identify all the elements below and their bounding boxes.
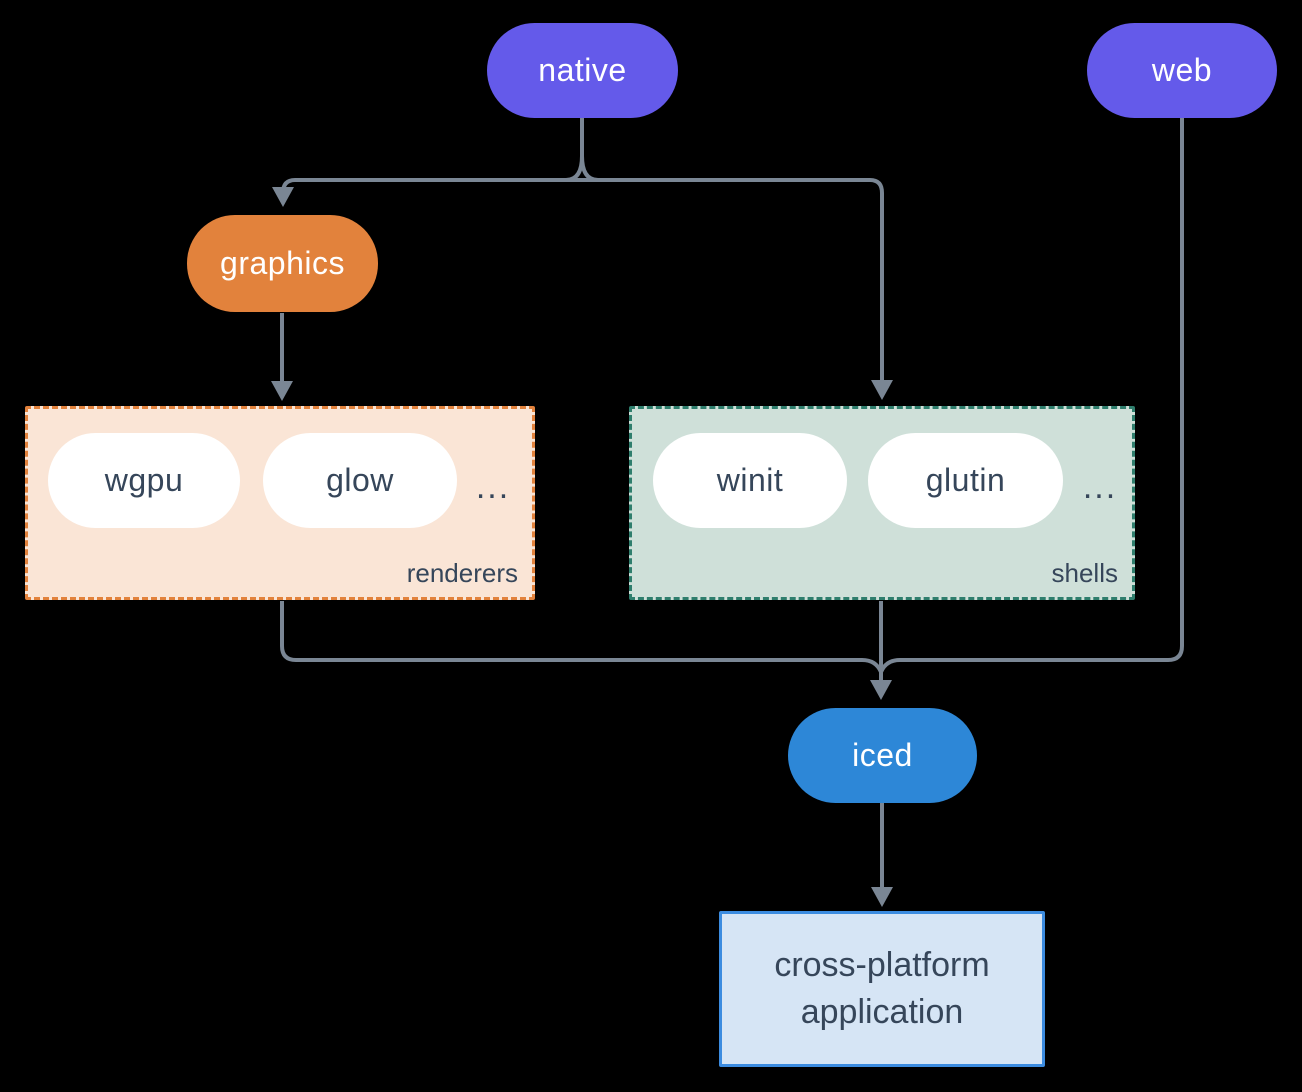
edge-native-stem (565, 118, 599, 182)
node-web-label: web (1151, 52, 1213, 88)
renderers-group-label: renderers (406, 558, 518, 588)
node-glutin: glutin (868, 433, 1063, 528)
shells-ellipsis: ... (1082, 468, 1118, 506)
node-winit: winit (653, 433, 847, 528)
arrowhead-into-iced (870, 680, 892, 700)
node-application: cross-platform application (719, 911, 1045, 1067)
node-iced: iced (788, 708, 977, 803)
arrowhead-into-application (871, 887, 893, 907)
renderers-ellipsis: ... (475, 468, 511, 506)
arrowhead-into-shells (871, 380, 893, 400)
node-wgpu-label: wgpu (104, 462, 184, 498)
node-graphics-label: graphics (220, 245, 345, 281)
node-winit-label: winit (716, 462, 784, 498)
node-graphics: graphics (187, 215, 378, 312)
node-glow: glow (263, 433, 457, 528)
shells-group-label: shells (1051, 558, 1118, 588)
node-web: web (1087, 23, 1277, 118)
node-glutin-label: glutin (925, 462, 1006, 498)
node-native-label: native (538, 52, 627, 88)
application-label-line2: application (800, 993, 964, 1031)
edge-branch-to-shells (869, 178, 884, 381)
arrowhead-into-renderers (271, 381, 293, 401)
edge-web-to-merge (879, 118, 1184, 673)
group-renderers: wgpu glow ... renderers (25, 406, 535, 600)
application-label-line1: cross-platform (774, 946, 990, 984)
node-iced-label: iced (852, 737, 913, 773)
node-glow-label: glow (326, 462, 394, 498)
group-shells: winit glutin ... shells (629, 406, 1135, 600)
node-native: native (487, 23, 678, 118)
edge-renderers-to-merge (280, 601, 883, 673)
node-wgpu: wgpu (48, 433, 240, 528)
arrowhead-into-graphics (272, 187, 294, 207)
